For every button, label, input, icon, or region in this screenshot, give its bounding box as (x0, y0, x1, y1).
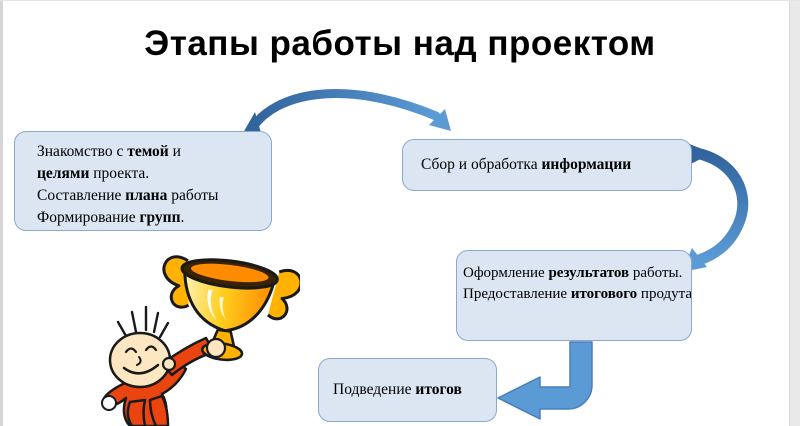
stage-text-line: Формирование групп. (37, 209, 185, 226)
page-edge-right (789, 0, 800, 426)
trophy (162, 255, 300, 362)
page-edge-left (0, 0, 3, 426)
stage-text-line: Знакомство с темой и (37, 143, 181, 160)
stage-text-line: Подведение итогов (333, 381, 462, 398)
curved-arrow-right-icon[interactable] (243, 89, 451, 135)
stage-text-line: целями проекта. (37, 165, 150, 182)
stage-box-intro[interactable]: Знакомство с темой и целями проекта. Сос… (14, 131, 272, 231)
stage-text-line: Предоставление итогового продута (463, 286, 692, 302)
slide-title: Этапы работы над проектом (144, 24, 656, 63)
boy-head (108, 305, 177, 389)
stage-text-line: Сбор и обработка информации (421, 156, 632, 173)
boy-holding-trophy-icon[interactable] (88, 252, 300, 426)
boy-hand (205, 337, 227, 359)
stage-box-summary[interactable]: Подведение итогов (318, 358, 497, 422)
stage-box-collect[interactable]: Сбор и обработка информации (402, 139, 692, 191)
stage-text-line: Составление плана работы (37, 187, 219, 204)
stage-text-line: Оформление результатов работы. (463, 265, 683, 281)
stage-box-results[interactable]: Оформление результатов работы. Предостав… (456, 250, 692, 341)
page-edge-top (0, 0, 800, 1)
elbow-arrow-left-icon[interactable] (497, 341, 593, 420)
